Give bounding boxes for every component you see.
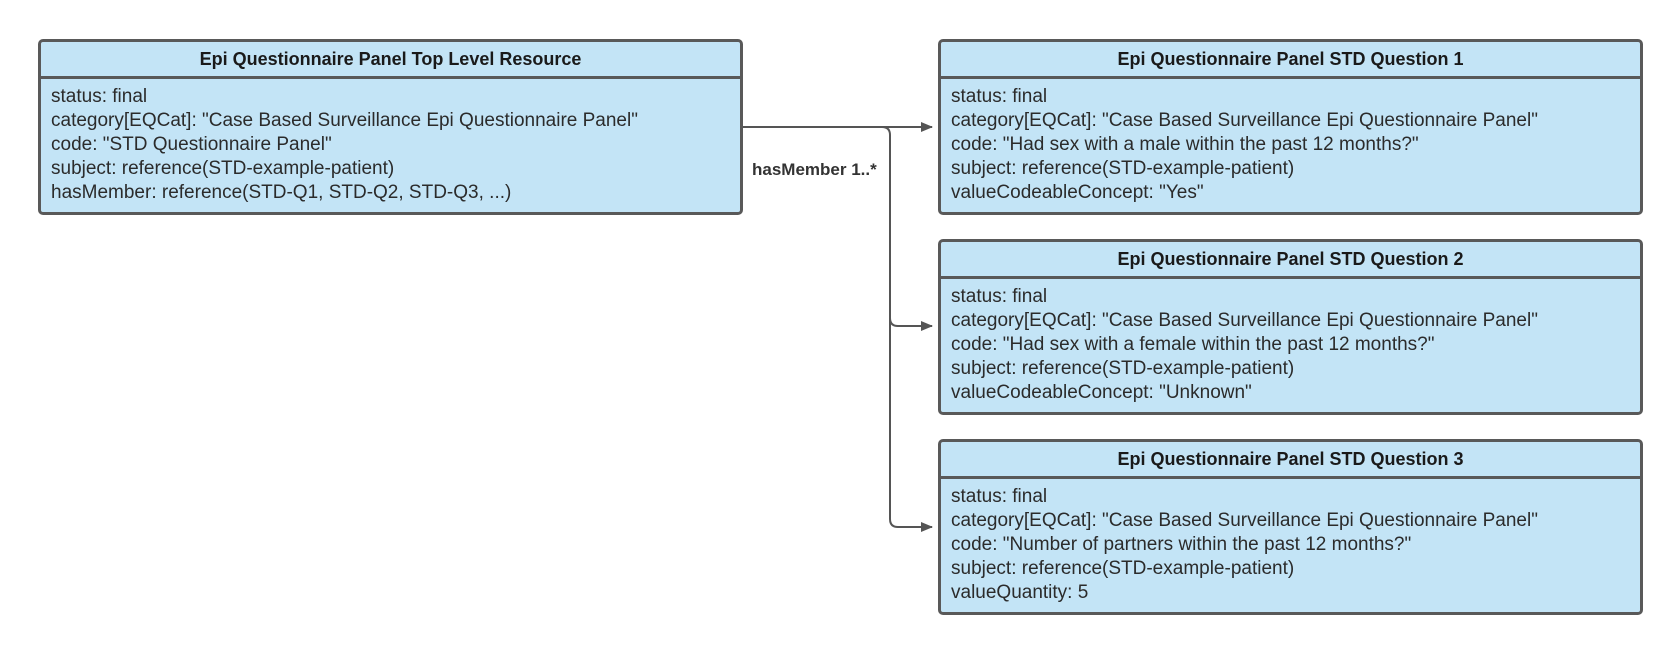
question-3-title: Epi Questionnaire Panel STD Question 3 <box>941 442 1640 479</box>
attribute-has-member: hasMember: reference(STD-Q1, STD-Q2, STD… <box>51 182 512 203</box>
connector-to-question-3 <box>889 518 933 532</box>
question-1-attributes: status: final category[EQCat]: "Case Bas… <box>941 79 1640 205</box>
attribute-code: code: "Had sex with a male within the pa… <box>951 134 1419 155</box>
attribute-subject: subject: reference(STD-example-patient) <box>951 158 1295 179</box>
attribute-status: status: final <box>951 86 1048 107</box>
top-level-resource-box: Epi Questionnaire Panel Top Level Resour… <box>38 39 743 215</box>
attribute-value: valueCodeableConcept: "Yes" <box>951 182 1204 203</box>
attribute-category: category[EQCat]: "Case Based Surveillanc… <box>51 110 638 131</box>
question-1-box: Epi Questionnaire Panel STD Question 1 s… <box>938 39 1643 215</box>
attribute-status: status: final <box>951 286 1048 307</box>
attribute-status: status: final <box>951 486 1048 507</box>
connector-to-question-2 <box>889 317 933 331</box>
top-level-resource-attributes: status: final category[EQCat]: "Case Bas… <box>41 79 740 205</box>
attribute-value: valueQuantity: 5 <box>951 582 1089 603</box>
attribute-category: category[EQCat]: "Case Based Surveillanc… <box>951 510 1538 531</box>
attribute-subject: subject: reference(STD-example-patient) <box>951 558 1295 579</box>
attribute-subject: subject: reference(STD-example-patient) <box>951 358 1295 379</box>
question-1-title: Epi Questionnaire Panel STD Question 1 <box>941 42 1640 79</box>
has-member-cardinality-label: hasMember 1..* <box>752 160 877 179</box>
attribute-subject: subject: reference(STD-example-patient) <box>51 158 395 179</box>
attribute-code: code: "Number of partners within the pas… <box>951 534 1412 555</box>
attribute-value: valueCodeableConcept: "Unknown" <box>951 382 1252 403</box>
connector-trunk <box>881 126 891 519</box>
attribute-code: code: "Had sex with a female within the … <box>951 334 1435 355</box>
attribute-category: category[EQCat]: "Case Based Surveillanc… <box>951 110 1538 131</box>
question-2-box: Epi Questionnaire Panel STD Question 2 s… <box>938 239 1643 415</box>
attribute-category: category[EQCat]: "Case Based Surveillanc… <box>951 310 1538 331</box>
question-3-attributes: status: final category[EQCat]: "Case Bas… <box>941 479 1640 605</box>
top-level-resource-title: Epi Questionnaire Panel Top Level Resour… <box>41 42 740 79</box>
question-2-title: Epi Questionnaire Panel STD Question 2 <box>941 242 1640 279</box>
question-3-box: Epi Questionnaire Panel STD Question 3 s… <box>938 439 1643 615</box>
attribute-status: status: final <box>51 86 148 107</box>
question-2-attributes: status: final category[EQCat]: "Case Bas… <box>941 279 1640 405</box>
attribute-code: code: "STD Questionnaire Panel" <box>51 134 332 155</box>
